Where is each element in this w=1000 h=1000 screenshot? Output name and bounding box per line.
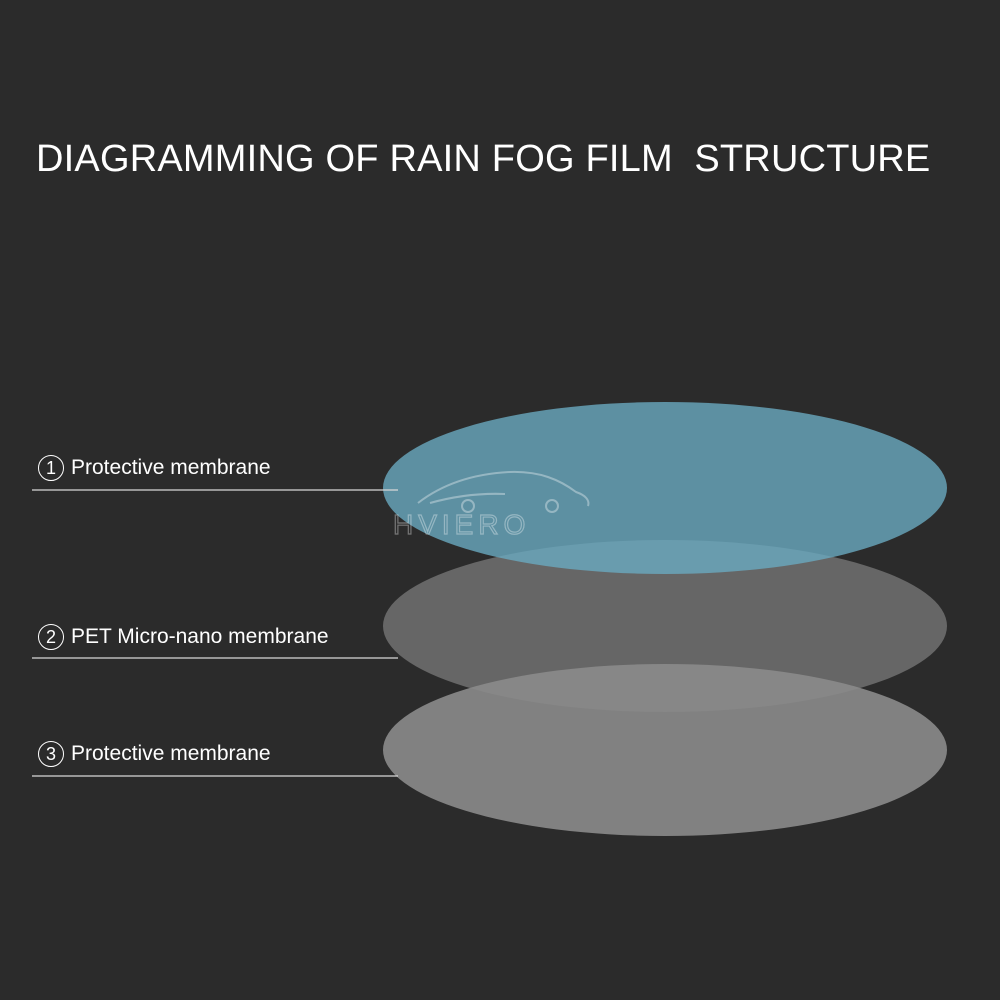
- car-logo-icon: [417, 470, 590, 513]
- layer-number-badge: 3: [38, 741, 64, 767]
- pet-micro-nano-membrane-layer: [383, 540, 947, 712]
- layer-label-2: 2 PET Micro-nano membrane: [38, 620, 329, 654]
- layer-label-text: PET Micro-nano membrane: [71, 625, 329, 648]
- diagram-title: DIAGRAMMING OF RAIN FOG FILM STRUCTURE: [36, 138, 931, 180]
- layer-label-1: 1 Protective membrane: [38, 451, 271, 485]
- bottom-protective-membrane-layer: [383, 664, 947, 836]
- layer-number-badge: 2: [38, 624, 64, 650]
- watermark-text: HVIERO: [393, 509, 530, 540]
- top-protective-membrane-layer: [383, 402, 947, 574]
- layer-label-3: 3 Protective membrane: [38, 737, 271, 771]
- layer-label-text: Protective membrane: [71, 742, 271, 765]
- layer-number-badge: 1: [38, 455, 64, 481]
- layer-label-text: Protective membrane: [71, 456, 271, 479]
